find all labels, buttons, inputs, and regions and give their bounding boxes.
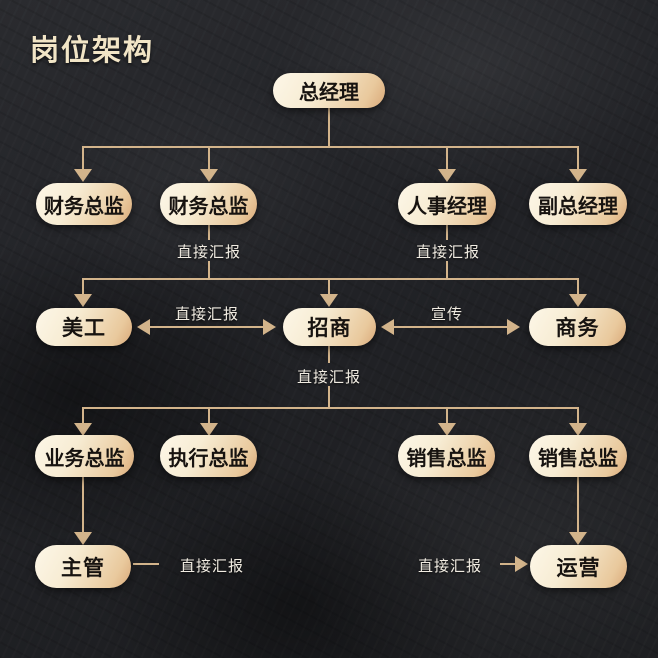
arrow-right-business-icon — [507, 319, 520, 335]
node-hr-manager: 人事经理 — [398, 183, 496, 225]
connector-hr-report-bottom — [446, 261, 448, 279]
page-title: 岗位架构 — [30, 35, 155, 67]
arrow-left-merchant-icon — [381, 319, 394, 335]
node-label: 财务总监 — [168, 195, 249, 218]
arrow-down-salesdir1-icon — [438, 423, 456, 436]
edge-label-direct-report-hr: 直接汇报 — [415, 244, 481, 261]
arrow-down-bizdir-icon — [74, 423, 92, 436]
arrow-right-merchant-icon — [263, 319, 276, 335]
node-label: 人事经理 — [407, 195, 487, 218]
edge-label-direct-report-merchant: 直接汇报 — [296, 369, 362, 386]
edge-label-direct-report-art: 直接汇报 — [174, 306, 240, 323]
edge-label-direct-report-supervisor: 直接汇报 — [179, 558, 245, 575]
connector-drop-salesdir1 — [446, 407, 448, 424]
connector-report-operations — [500, 563, 517, 565]
connector-bizdir-supervisor — [82, 477, 84, 533]
node-label: 主管 — [61, 556, 105, 580]
arrow-down-operations-icon — [569, 532, 587, 545]
node-supervisor: 主管 — [35, 545, 131, 588]
connector-supervisor-report — [133, 563, 159, 565]
node-label: 业务总监 — [44, 447, 125, 470]
node-merchant-recruiting: 招商 — [283, 308, 376, 346]
arrow-down-salesdir2-icon — [569, 423, 587, 436]
connector-drop-business — [577, 278, 579, 295]
connector-salesdir2-operations — [577, 477, 579, 533]
node-sales-director-1: 销售总监 — [398, 435, 495, 477]
node-art-designer: 美工 — [36, 308, 132, 346]
arrow-down-merchant-icon — [320, 294, 338, 307]
node-label: 商务 — [555, 317, 600, 340]
node-general-manager: 总经理 — [273, 73, 385, 108]
node-label: 美工 — [62, 317, 106, 340]
connector-drop-finance1 — [82, 146, 84, 170]
connector-hr-report-top — [446, 225, 448, 240]
connector-ceo-stem — [328, 106, 330, 147]
node-label: 总经理 — [299, 82, 359, 104]
node-label: 销售总监 — [538, 447, 618, 470]
node-finance-director-2: 财务总监 — [160, 183, 257, 225]
connector-drop-finance2 — [208, 146, 210, 170]
arrow-down-hr-icon — [438, 169, 456, 182]
connector-merchant-report-bottom — [328, 386, 330, 408]
connector-finance2-report-bottom — [208, 261, 210, 279]
node-execution-director: 执行总监 — [160, 435, 257, 477]
edge-label-publicity: 宣传 — [430, 306, 464, 323]
connector-level3-bus — [82, 278, 579, 280]
node-operations: 运营 — [530, 545, 627, 588]
connector-drop-execdir — [208, 407, 210, 424]
connector-finance2-report-top — [208, 225, 210, 240]
arrow-down-business-icon — [569, 294, 587, 307]
connector-level4-bus — [82, 407, 579, 409]
arrow-down-deputy-icon — [569, 169, 587, 182]
connector-level2-bus — [82, 146, 579, 148]
edge-label-direct-report-operations: 直接汇报 — [417, 558, 483, 575]
connector-drop-merchant — [328, 278, 330, 295]
edge-label-direct-report-finance2: 直接汇报 — [176, 244, 242, 261]
arrow-down-execdir-icon — [200, 423, 218, 436]
connector-drop-bizdir — [82, 407, 84, 424]
node-deputy-general-manager: 副总经理 — [529, 183, 627, 225]
connector-merchant-business — [392, 326, 508, 328]
node-sales-director-2: 销售总监 — [529, 435, 627, 477]
connector-drop-deputy — [577, 146, 579, 170]
arrow-down-finance2-icon — [200, 169, 218, 182]
arrow-down-finance1-icon — [74, 169, 92, 182]
connector-drop-hr — [446, 146, 448, 170]
node-label: 运营 — [556, 556, 601, 580]
connector-drop-salesdir2 — [577, 407, 579, 424]
connector-art-merchant — [148, 326, 264, 328]
connector-merchant-report-top — [328, 346, 330, 363]
node-label: 财务总监 — [44, 195, 124, 218]
node-finance-director-1: 财务总监 — [36, 183, 132, 225]
node-label: 招商 — [307, 317, 352, 340]
node-label: 销售总监 — [406, 447, 487, 470]
node-label: 副总经理 — [538, 195, 618, 218]
node-business-director: 业务总监 — [35, 435, 134, 477]
arrow-down-art-icon — [74, 294, 92, 307]
arrow-right-operations-icon — [515, 556, 528, 572]
arrow-down-supervisor-icon — [74, 532, 92, 545]
node-label: 执行总监 — [168, 447, 249, 470]
node-business: 商务 — [529, 308, 626, 346]
connector-drop-art — [82, 278, 84, 295]
arrow-left-art-icon — [137, 319, 150, 335]
